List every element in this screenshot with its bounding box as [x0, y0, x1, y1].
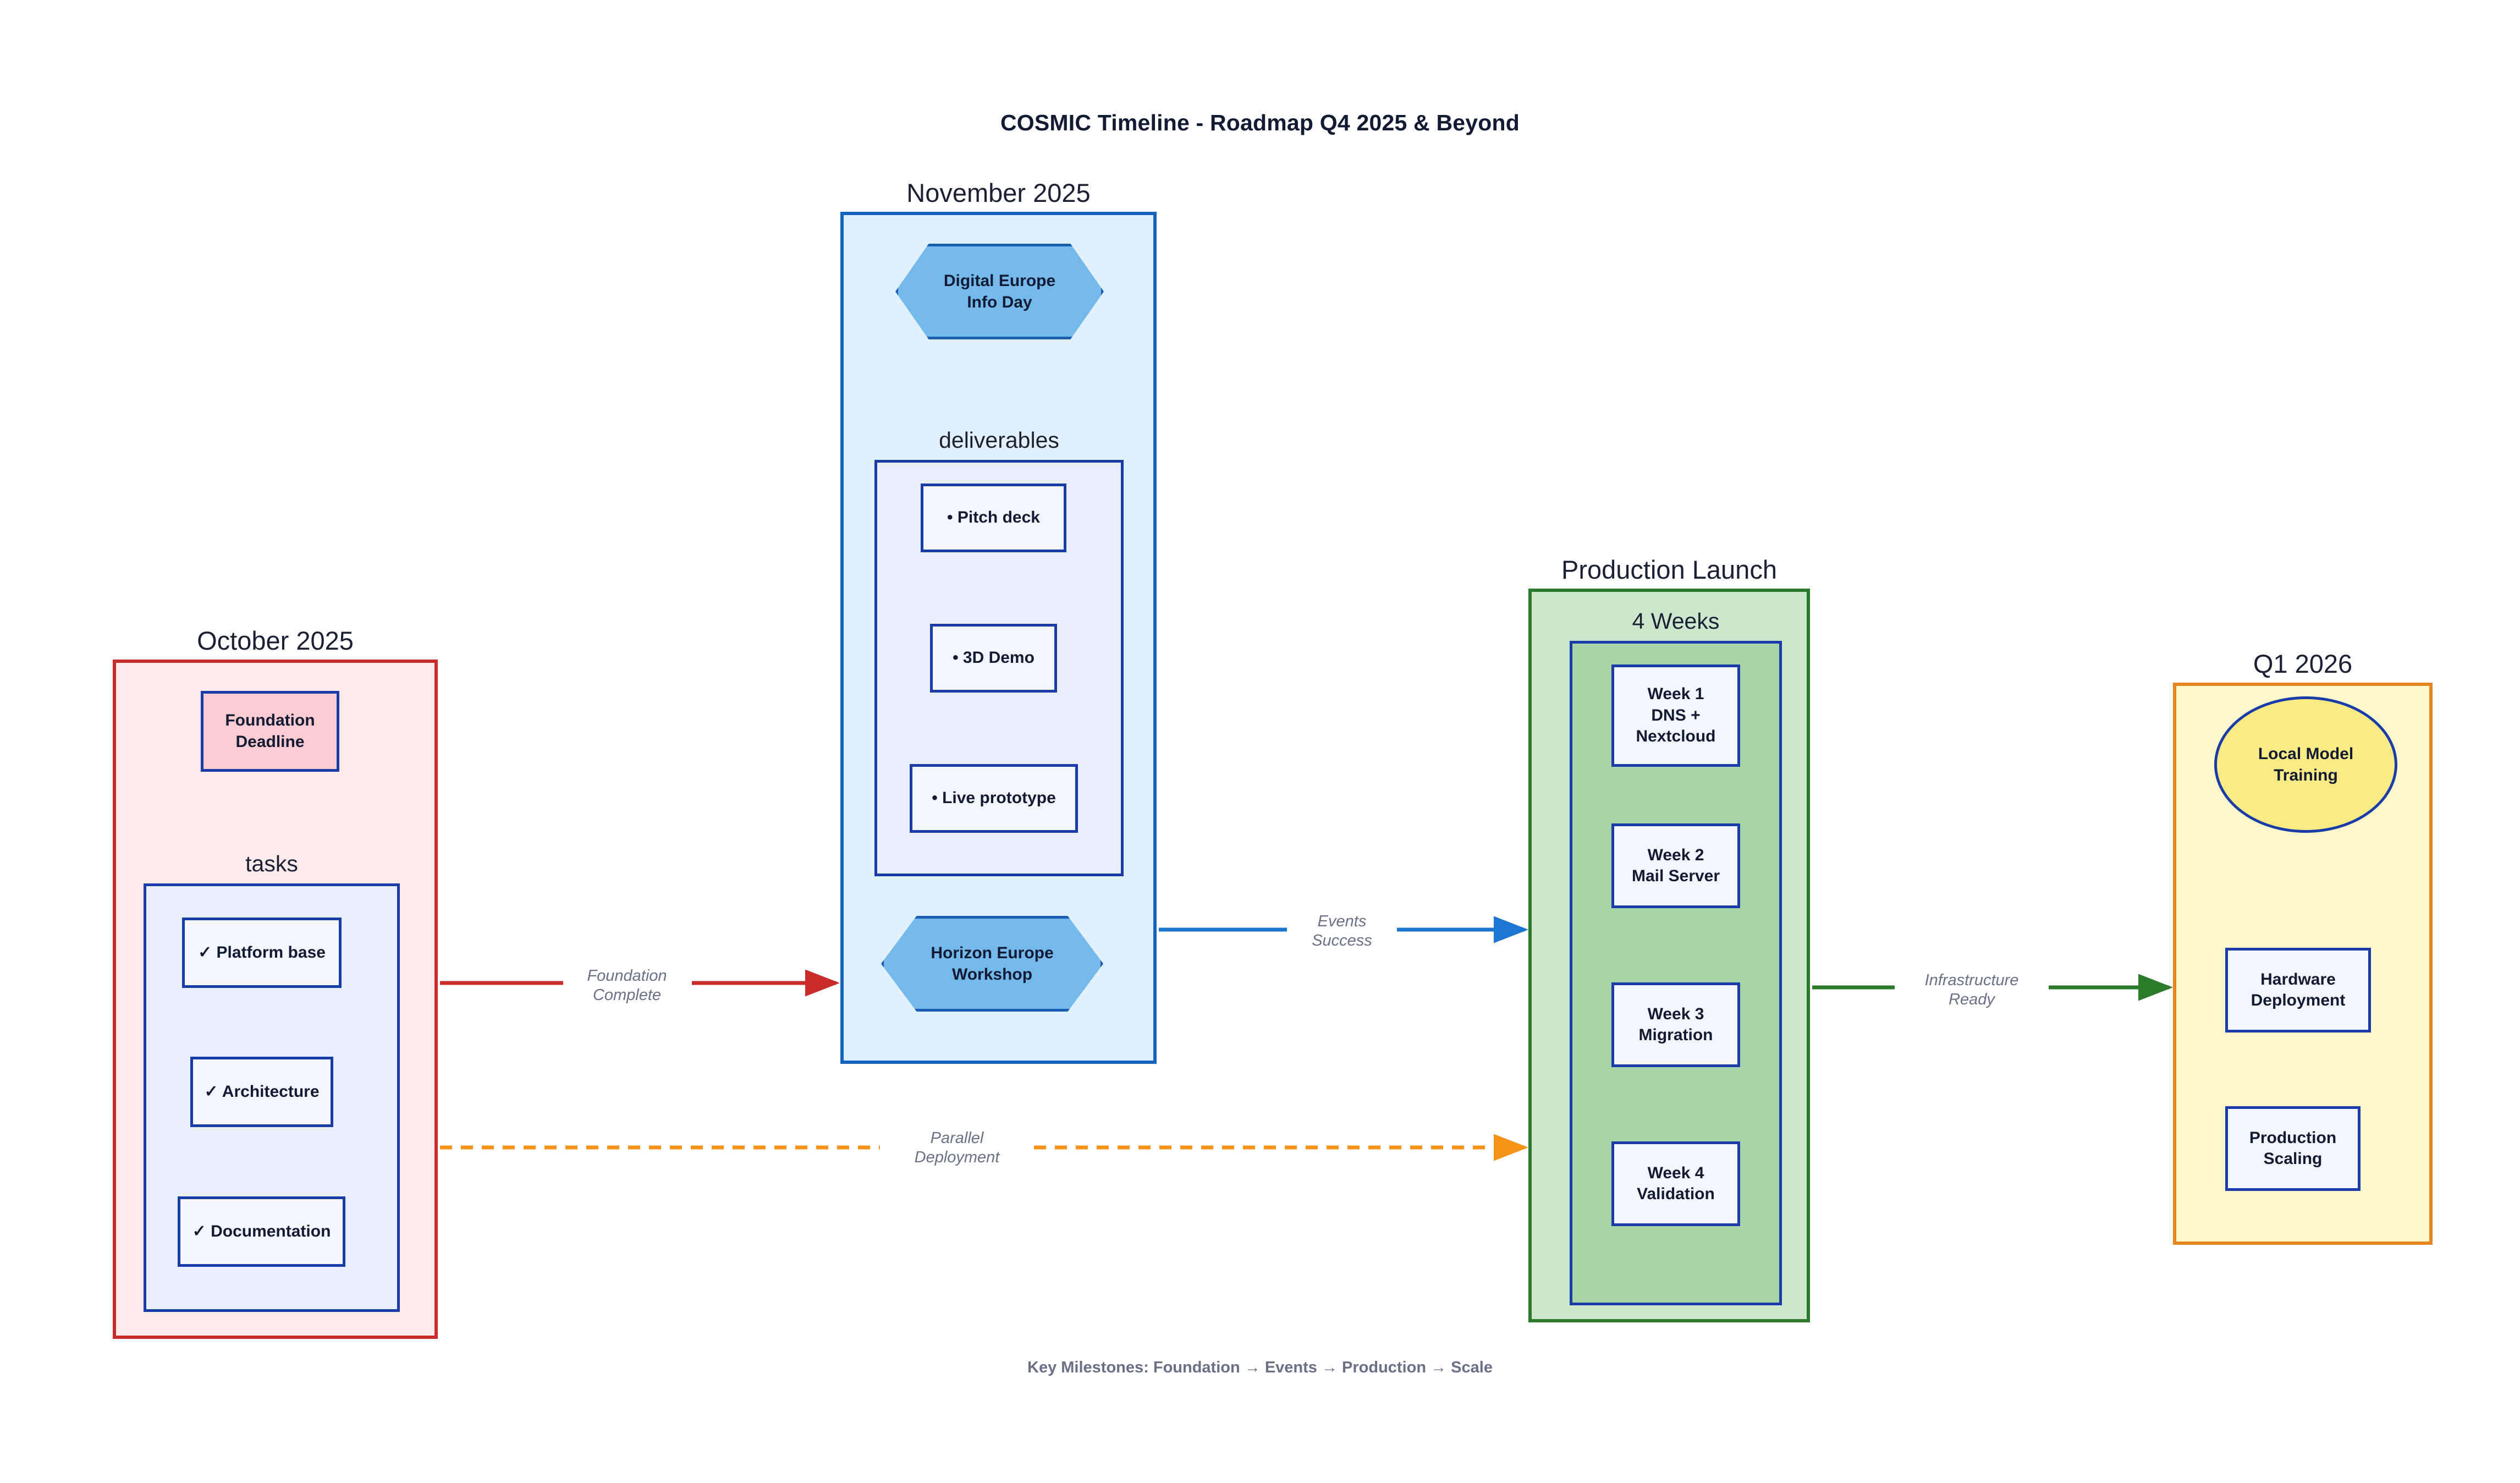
node-documentation-label: ✓ Documentation	[192, 1222, 331, 1240]
node-architecture-label: ✓ Architecture	[204, 1082, 320, 1101]
node-live-prototype[interactable]: • Live prototype	[910, 764, 1078, 833]
diagram-title: COSMIC Timeline - Roadmap Q4 2025 & Beyo…	[1000, 110, 1520, 135]
node-platform-base[interactable]: ✓ Platform base	[182, 918, 342, 988]
cluster-production-launch-title: Production Launch	[1561, 555, 1777, 584]
node-3d-demo-label: • 3D Demo	[953, 649, 1035, 667]
node-3d-demo[interactable]: • 3D Demo	[930, 624, 1057, 693]
node-platform-base-label: ✓ Platform base	[198, 943, 326, 962]
node-pitch-deck[interactable]: • Pitch deck	[921, 484, 1066, 552]
cluster-october-title: October 2025	[197, 626, 354, 655]
subcluster-tasks-title: tasks	[245, 851, 298, 876]
node-live-prototype-label: • Live prototype	[932, 789, 1056, 808]
node-pitch-deck-label: • Pitch deck	[947, 508, 1040, 527]
node-architecture[interactable]: ✓ Architecture	[190, 1057, 333, 1127]
subcluster-4-weeks-title: 4 Weeks	[1632, 608, 1720, 634]
node-documentation[interactable]: ✓ Documentation	[178, 1196, 345, 1267]
cluster-q1-2026-title: Q1 2026	[2253, 649, 2353, 678]
subcluster-deliverables-title: deliverables	[939, 427, 1059, 453]
cluster-november-title: November 2025	[906, 178, 1091, 207]
diagram-footer: Key Milestones: Foundation → Events → Pr…	[1027, 1359, 1493, 1376]
